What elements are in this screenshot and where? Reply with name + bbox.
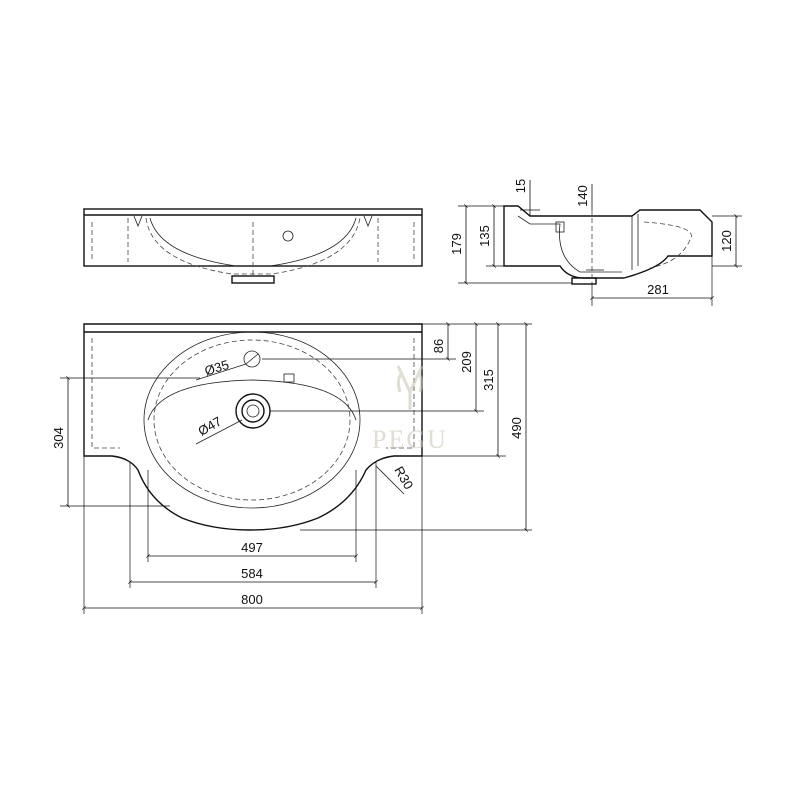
top-bowl-outer <box>143 331 361 509</box>
front-hidden-walls <box>91 218 415 262</box>
front-rim-notches <box>133 215 373 228</box>
dim-140: 140 <box>575 185 590 207</box>
front-drain <box>231 275 275 284</box>
dim-315: 315 <box>481 369 496 391</box>
dim-304: 304 <box>51 427 66 449</box>
leader-35 <box>195 363 247 381</box>
leader-r30 <box>375 465 405 495</box>
front-view <box>83 208 423 284</box>
dim-497: 497 <box>241 540 263 555</box>
front-bowl-curve <box>149 217 357 267</box>
top-drain-outer <box>235 393 271 429</box>
side-view: 179 135 15 140 120 281 <box>449 179 742 306</box>
side-drain <box>571 277 597 285</box>
dim-r30: R30 <box>391 464 416 492</box>
top-view: Ø35 Ø47 R30 86 209 315 490 304 497 <box>51 322 532 614</box>
dim-86: 86 <box>431 339 446 353</box>
top-bowl-rim <box>147 379 357 421</box>
watermark-text: PEGU <box>372 425 448 454</box>
dim-584: 584 <box>241 566 263 581</box>
top-bowl-hidden <box>153 339 351 501</box>
top-overflow-hole <box>243 350 261 368</box>
dim-120: 120 <box>719 230 734 252</box>
watermark-logo <box>396 365 424 410</box>
dim-dia-47: Ø47 <box>195 413 224 438</box>
leader-47 <box>195 419 243 445</box>
top-drain-inner <box>241 399 265 423</box>
top-hidden-edges <box>91 338 415 449</box>
top-overflow-slot <box>283 373 295 383</box>
dim-209: 209 <box>459 351 474 373</box>
side-hidden-curve <box>643 221 692 269</box>
top-body <box>83 323 423 531</box>
dim-dia-35: Ø35 <box>203 357 231 379</box>
dim-179: 179 <box>449 233 464 255</box>
dim-15: 15 <box>513 179 528 193</box>
side-bowl-inner <box>517 215 622 273</box>
dim-490: 490 <box>509 417 524 439</box>
side-overflow <box>555 221 565 233</box>
side-body <box>503 205 713 279</box>
dim-281: 281 <box>647 282 669 297</box>
front-overflow-hole <box>282 230 294 242</box>
dim-135: 135 <box>477 225 492 247</box>
dim-800: 800 <box>241 592 263 607</box>
front-bowl-hidden <box>145 217 361 275</box>
side-front-wall <box>631 214 639 270</box>
watermark: PEGU <box>372 365 448 454</box>
